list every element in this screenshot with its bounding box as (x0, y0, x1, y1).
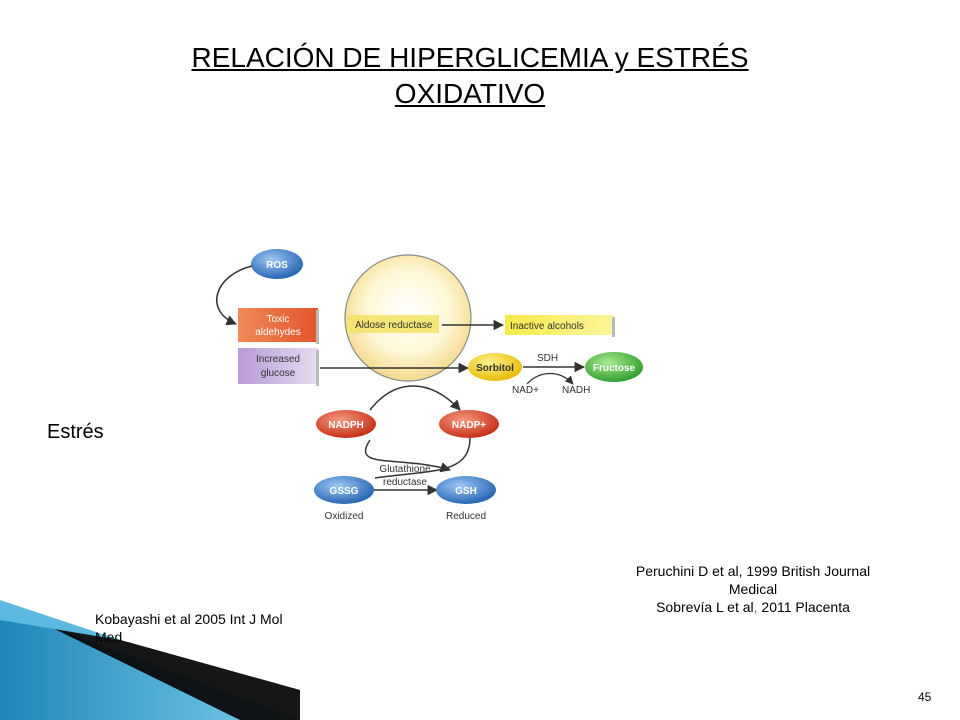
ros-label: ROS (266, 260, 288, 271)
nadp-plus-label: NADP+ (452, 420, 486, 431)
nadh-label: NADH (562, 385, 590, 396)
page-number: 45 (918, 690, 932, 704)
aldose-reductase-band (347, 315, 439, 333)
toxic-aldehydes-box (238, 308, 318, 342)
citation-left-line-1: Kobayashi et al 2005 Int J Mol (95, 611, 283, 627)
glucose-box-shadow (316, 350, 319, 386)
inactive-box-shadow (612, 317, 615, 337)
title-line-2: OXIDATIVO (394, 78, 546, 109)
citation-right-rest: 2011 Placenta (757, 599, 850, 615)
toxic-box-shadow (316, 310, 319, 344)
toxic-line-1: Toxic (267, 314, 290, 325)
gssg-label: GSSG (330, 486, 359, 497)
title-line-1: RELACIÓN DE HIPERGLICEMIA y ESTRÉS (191, 42, 749, 73)
citation-right-line-3: Sobrevía L et al, 2011 Placenta (598, 598, 908, 616)
corner-black-wedge (20, 612, 300, 720)
citation-right-line-2: Medical (728, 581, 778, 597)
increased-line-1: Increased (256, 354, 300, 365)
nadph-label: NADPH (328, 420, 364, 431)
citation-right-author: Sobrevía L et al (656, 599, 754, 615)
nadph-node (316, 410, 376, 438)
inactive-alcohols-box (505, 315, 613, 335)
nadp-plus-node (439, 410, 499, 438)
citation-right-line-1: Peruchini D et al, 1999 British Journal (635, 563, 871, 579)
ros-node (251, 249, 303, 279)
sorbitol-label: Sorbitol (476, 363, 514, 374)
citation-left: Kobayashi et al 2005 Int J Mol Med (95, 610, 325, 646)
side-label: Estrés (47, 421, 104, 443)
slide-title: RELACIÓN DE HIPERGLICEMIA y ESTRÉS OXIDA… (130, 40, 810, 112)
increased-line-2: glucose (261, 368, 296, 379)
citation-left-line-2: Med (95, 629, 123, 645)
glutathione-line-1: Glutathione (379, 464, 431, 475)
glutathione-line-2: reductase (383, 477, 427, 488)
gssg-node (314, 476, 374, 504)
increased-glucose-box (238, 348, 318, 384)
ros-to-toxic-arrow (216, 265, 253, 326)
gsh-node (436, 476, 496, 504)
sdh-label: SDH (537, 353, 558, 364)
inactive-alcohols-label: Inactive alcohols (510, 321, 584, 332)
oxidized-label: Oxidized (325, 511, 364, 522)
cycle-arrow (364, 439, 452, 473)
fructose-node (585, 352, 643, 382)
sorbitol-node (468, 353, 522, 381)
fructose-label: Fructose (593, 363, 636, 374)
citation-right: Peruchini D et al, 1999 British Journal … (598, 562, 908, 616)
toxic-line-2: aldehydes (255, 327, 301, 338)
citation-right-separator: , (753, 599, 758, 615)
reduced-label: Reduced (446, 511, 486, 522)
nadph-to-nadp-arrow (369, 385, 461, 411)
nad-curve-arrow (526, 372, 574, 385)
aldose-reductase-label: Aldose reductase (355, 320, 433, 331)
nad-plus-label: NAD+ (512, 385, 539, 396)
corner-light-stripe (0, 600, 120, 640)
gsh-label: GSH (455, 486, 477, 497)
